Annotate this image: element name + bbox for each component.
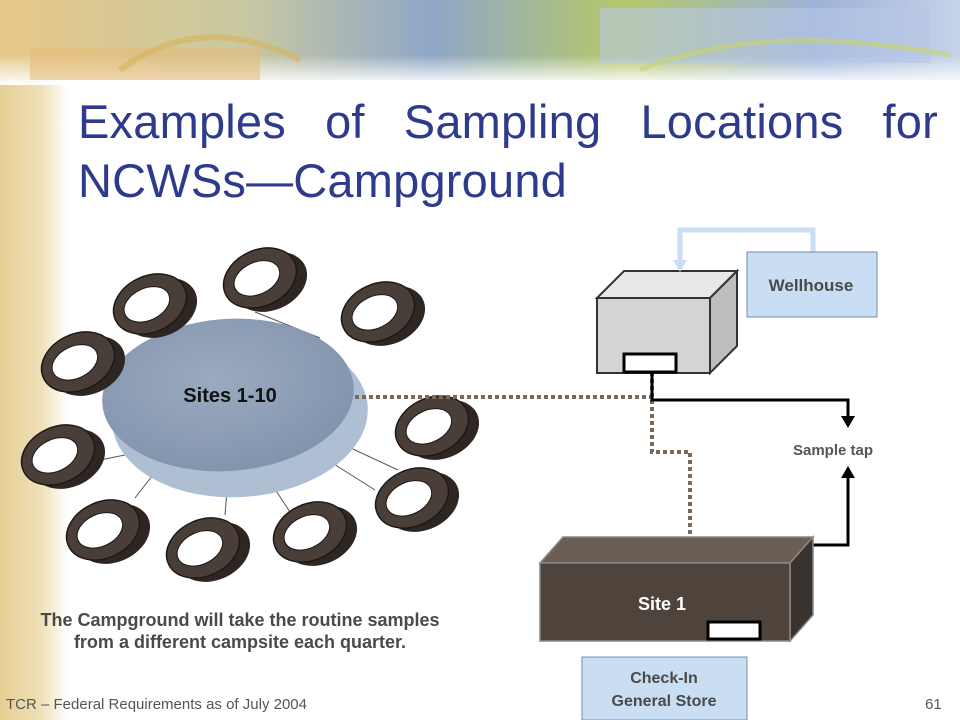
campsite-tire (394, 395, 480, 460)
campground-caption: The Campground will take the routine sam… (40, 610, 440, 652)
store-label-line1: Check-In (630, 670, 698, 687)
site1-block (538, 535, 815, 643)
campsite-tire (112, 273, 198, 338)
campsite-tire (20, 424, 106, 489)
wellhouse-box (746, 251, 878, 318)
campsite-tire (165, 517, 251, 582)
site1-label: Site 1 (638, 594, 686, 614)
campsite-tire (40, 331, 126, 396)
arrow-head-down (841, 416, 855, 428)
site1-sample-tap (706, 620, 762, 641)
wellhouse-pipe (673, 227, 816, 272)
footer-text: TCR – Federal Requirements as of July 20… (6, 696, 307, 713)
campsite-tire (374, 467, 460, 532)
campsite-tire (340, 281, 426, 346)
well-box (594, 268, 740, 376)
store-box (581, 656, 748, 720)
campsite-tires (20, 247, 480, 582)
campsite-tire (222, 247, 308, 312)
page-number: 61 (925, 696, 942, 713)
well-sample-tap (622, 352, 678, 374)
campsites-disk (102, 318, 368, 498)
sample-tap-label: Sample tap (793, 442, 873, 459)
campsite-tire (272, 501, 358, 566)
store-label-line2: General Store (612, 693, 717, 710)
sites-label: Sites 1-10 (183, 385, 276, 407)
wellhouse-label: Wellhouse (769, 276, 854, 295)
campsite-tire (65, 499, 151, 564)
slide-title: Examples of Sampling Locations for NCWSs… (78, 95, 938, 207)
arrow-head-up (841, 466, 855, 478)
dotted-line-site1 (650, 372, 692, 540)
